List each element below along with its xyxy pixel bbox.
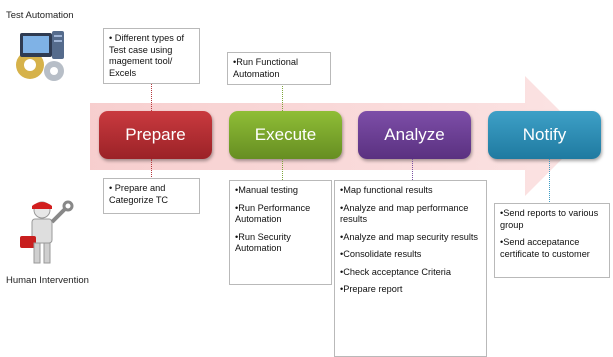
- note-execute-top: •Run Functional Automation: [227, 52, 331, 85]
- stage-execute: Execute: [229, 111, 342, 159]
- stage-notify: Notify: [488, 111, 601, 159]
- computer-gears-icon: [10, 25, 72, 92]
- note-item: •Prepare report: [340, 284, 403, 294]
- execute-bottom-connector: [282, 159, 283, 180]
- execute-top-connector: [282, 84, 283, 111]
- note-item: •Send reports to various group: [500, 208, 599, 230]
- note-prepare-top: • Different types of Test case using mag…: [103, 28, 200, 84]
- note-item: • Prepare and Categorize TC: [109, 183, 169, 205]
- note-item: •Run Performance Automation: [235, 202, 311, 225]
- note-item: •Map functional results: [340, 185, 433, 195]
- human-intervention-label: Human Intervention: [6, 275, 89, 286]
- note-item: •Run Functional Automation: [233, 57, 299, 79]
- test-automation-label: Test Automation: [6, 10, 74, 21]
- note-item: •Consolidate results: [340, 249, 422, 259]
- prepare-bottom-connector: [151, 159, 152, 179]
- prepare-top-connector: [151, 82, 152, 111]
- note-item: • Different types of Test case using mag…: [109, 33, 185, 78]
- analyze-bottom-connector: [412, 159, 413, 180]
- stage-analyze: Analyze: [358, 111, 471, 159]
- note-item: •Run Security Automation: [235, 231, 291, 254]
- note-item: •Check acceptance Criteria: [340, 266, 451, 277]
- note-item: •Send accepatance certificate to custome…: [500, 237, 590, 259]
- note-analyze-bottom: •Map functional results •Analyze and map…: [334, 180, 487, 357]
- note-item: •Manual testing: [235, 185, 298, 195]
- stage-notify-label: Notify: [522, 125, 567, 144]
- notify-bottom-connector: [549, 159, 550, 204]
- worker-with-wrench-icon: [14, 200, 76, 273]
- note-item: •Analyze and map security results: [340, 231, 479, 242]
- stage-analyze-label: Analyze: [384, 125, 445, 144]
- stage-prepare: Prepare: [99, 111, 212, 159]
- note-prepare-bottom: • Prepare and Categorize TC: [103, 178, 200, 214]
- stage-prepare-label: Prepare: [125, 125, 186, 144]
- note-item: •Analyze and map performance results: [340, 202, 469, 225]
- stage-execute-label: Execute: [254, 125, 317, 144]
- note-execute-bottom: •Manual testing •Run Performance Automat…: [229, 180, 332, 285]
- note-notify-bottom: •Send reports to various group •Send acc…: [494, 203, 610, 278]
